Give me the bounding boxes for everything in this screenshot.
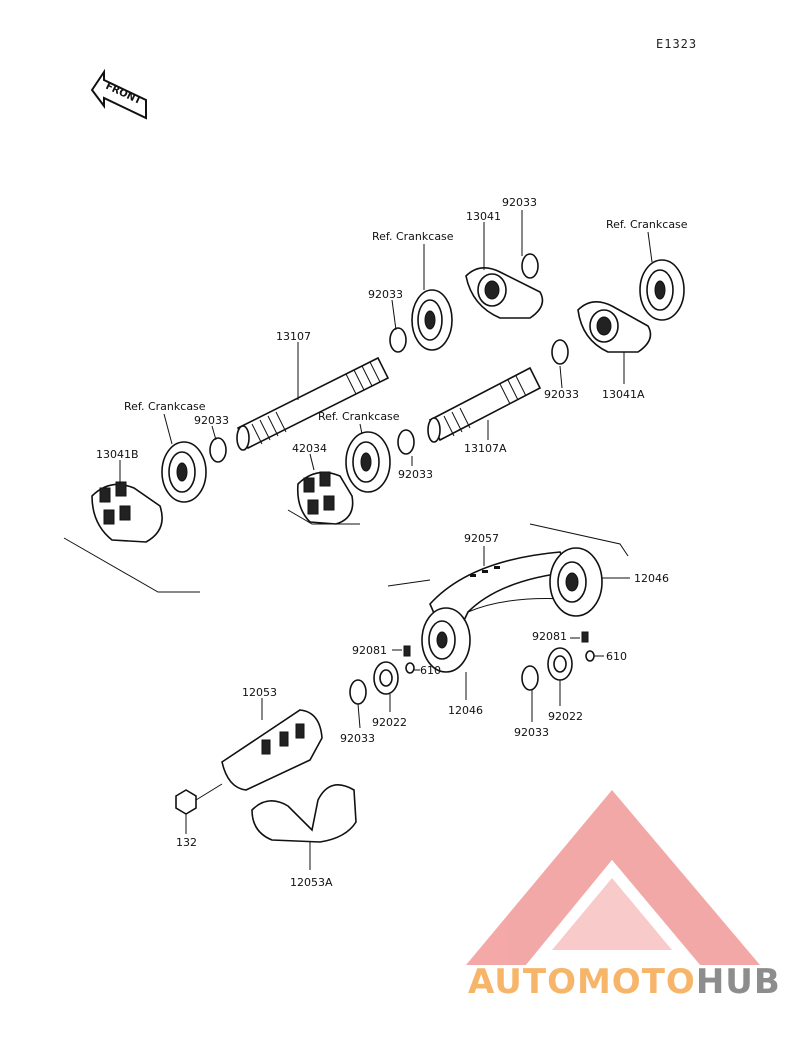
bolt-132 bbox=[175, 783, 223, 815]
cam-13041A bbox=[577, 301, 652, 353]
label-13107A: 13107A bbox=[464, 442, 507, 455]
label-ref-crankcase-top: Ref. Crankcase bbox=[372, 230, 454, 243]
watermark-logo bbox=[466, 790, 760, 965]
washer-92022-left bbox=[373, 661, 399, 695]
ball-610-right bbox=[585, 650, 595, 662]
cam-13041 bbox=[465, 267, 544, 319]
leader-lines bbox=[63, 210, 653, 870]
label-13041A: 13041A bbox=[602, 388, 645, 401]
label-610-right: 610 bbox=[606, 650, 627, 663]
label-92057: 92057 bbox=[464, 532, 499, 545]
pin-92081-left bbox=[403, 645, 411, 657]
pin-92081-right bbox=[581, 631, 589, 643]
label-ref-crankcase-left: Ref. Crankcase bbox=[124, 400, 206, 413]
label-92033-left: 92033 bbox=[194, 414, 229, 427]
label-92033-top: 92033 bbox=[502, 196, 537, 209]
label-132: 132 bbox=[176, 836, 197, 849]
label-92033-mid: 92033 bbox=[368, 288, 403, 301]
hub-13041B bbox=[91, 481, 163, 543]
watermark-text-part1: AUTOMOTO bbox=[468, 962, 696, 1002]
ball-610-left bbox=[405, 662, 415, 674]
label-42034: 42034 bbox=[292, 442, 327, 455]
label-12046-right: 12046 bbox=[634, 572, 669, 585]
guide-12053 bbox=[221, 709, 323, 791]
label-610-left: 610 bbox=[420, 664, 441, 677]
label-92081-right: 92081 bbox=[532, 630, 567, 643]
label-13041B: 13041B bbox=[96, 448, 139, 461]
label-92033-center: 92033 bbox=[398, 468, 433, 481]
shaft-13107A bbox=[427, 366, 542, 443]
bearing-top bbox=[411, 289, 453, 351]
circlip-92033-top bbox=[521, 253, 539, 279]
label-12053: 12053 bbox=[242, 686, 277, 699]
circlip-92033-left bbox=[209, 437, 227, 463]
watermark-text: AUTOMOTOHUB bbox=[468, 962, 798, 1002]
label-92033-bottom-right: 92033 bbox=[514, 726, 549, 739]
label-ref-crankcase-right: Ref. Crankcase bbox=[606, 218, 688, 231]
sprocket-12046-right bbox=[549, 547, 603, 617]
label-92033-bottom-left: 92033 bbox=[340, 732, 375, 745]
diagram-code: E1323 bbox=[656, 37, 697, 51]
label-12046-center: 12046 bbox=[448, 704, 483, 717]
shaft-13107 bbox=[236, 356, 390, 451]
bearing-left bbox=[161, 441, 207, 503]
label-ref-crankcase-center: Ref. Crankcase bbox=[318, 410, 400, 423]
front-arrow-icon: FRONT bbox=[90, 68, 147, 120]
circlip-92033-right bbox=[551, 339, 569, 365]
sprocket-12046-center bbox=[421, 607, 471, 673]
label-13041: 13041 bbox=[466, 210, 501, 223]
label-92033-right: 92033 bbox=[544, 388, 579, 401]
bearing-right bbox=[639, 259, 685, 321]
circlip-92033-center bbox=[397, 429, 415, 455]
guide-12053A bbox=[251, 784, 357, 843]
label-92081-left: 92081 bbox=[352, 644, 387, 657]
circlip-92033-bottom-left bbox=[349, 679, 367, 705]
label-12053A: 12053A bbox=[290, 876, 333, 889]
circlip-92033-mid bbox=[389, 327, 407, 353]
circlip-92033-bottom-right bbox=[521, 665, 539, 691]
bearing-center bbox=[345, 431, 391, 493]
hub-42034 bbox=[296, 471, 354, 525]
label-13107: 13107 bbox=[276, 330, 311, 343]
label-92022-right: 92022 bbox=[548, 710, 583, 723]
watermark-text-part2: HUB bbox=[695, 962, 781, 1002]
label-92022-left: 92022 bbox=[372, 716, 407, 729]
washer-92022-right bbox=[547, 647, 573, 681]
